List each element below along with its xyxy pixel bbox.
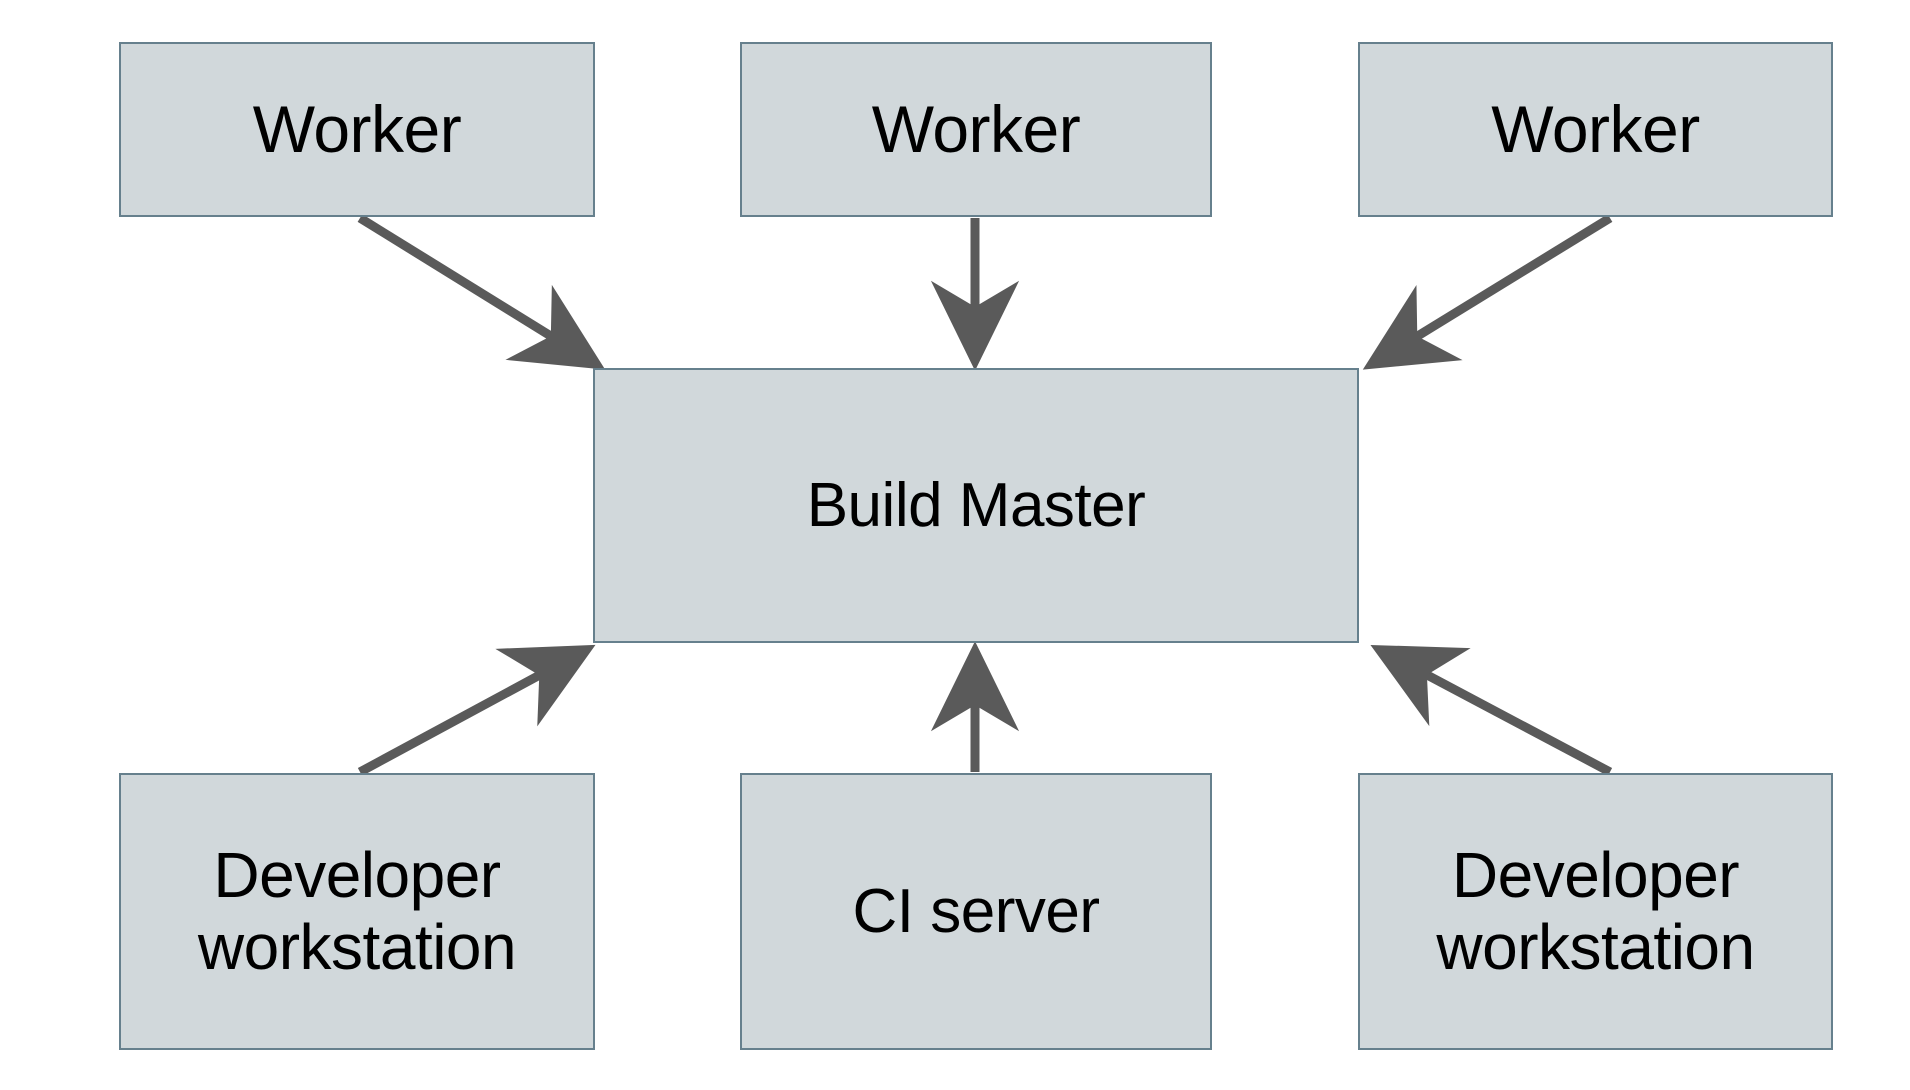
node-developer-workstation-2[interactable]: Developer workstation: [1358, 773, 1833, 1050]
node-developer-workstation-1-label: Developer workstation: [197, 838, 517, 983]
node-worker-3-label: Worker: [1491, 91, 1700, 166]
node-build-master[interactable]: Build Master: [593, 368, 1359, 643]
node-ci-server[interactable]: CI server: [740, 773, 1212, 1050]
node-worker-3[interactable]: Worker: [1358, 42, 1833, 217]
edge-dev-workstation-1-to-build-master: [357, 644, 596, 776]
node-worker-2[interactable]: Worker: [740, 42, 1212, 217]
edge-worker-3-to-build-master: [1362, 214, 1613, 370]
edge-dev-workstation-2-to-build-master: [1370, 644, 1613, 776]
node-developer-workstation-2-label: Developer workstation: [1436, 838, 1755, 983]
node-ci-server-label: CI server: [852, 876, 1100, 946]
node-worker-2-label: Worker: [871, 91, 1081, 166]
node-developer-workstation-1[interactable]: Developer workstation: [119, 773, 595, 1050]
edge-worker-1-to-build-master: [357, 214, 606, 370]
node-build-master-label: Build Master: [806, 470, 1146, 540]
node-worker-1[interactable]: Worker: [119, 42, 595, 217]
node-worker-1-label: Worker: [252, 91, 462, 166]
